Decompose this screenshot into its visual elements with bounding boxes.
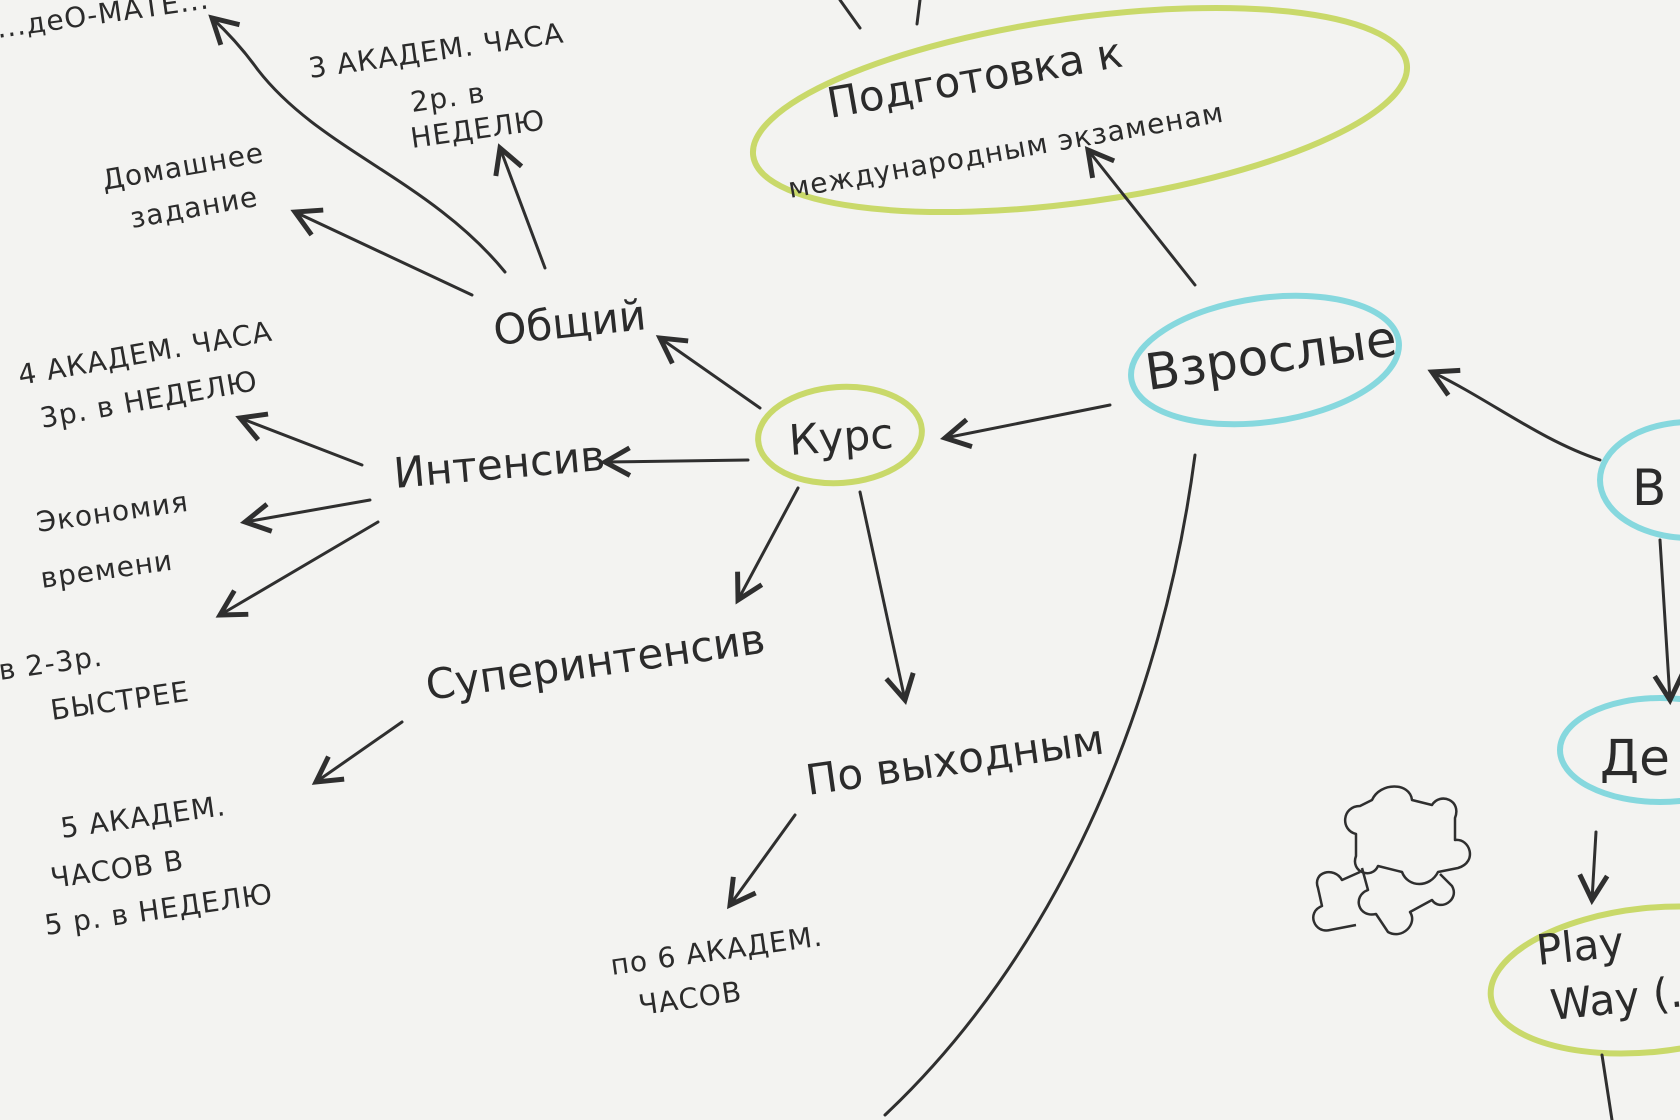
arrow-general-to-video: [208, 14, 507, 274]
children-label: Де: [1600, 729, 1670, 787]
course-label: Курс: [787, 409, 895, 465]
top-stroke-2: [915, 0, 922, 26]
course-highlight: [755, 383, 925, 487]
arrow-general-to-homework: [290, 207, 474, 297]
right-node-highlight: [1597, 419, 1680, 541]
arrow-course-to-superintensive: [735, 486, 800, 605]
exam-prep-highlight: [749, 4, 1411, 216]
play-way-label-1: Play: [1534, 917, 1626, 975]
arrow-adults-to-course: [940, 403, 1112, 449]
arrow-course-to-intensive: [599, 445, 750, 478]
arrow-intensive-to-hours: [235, 411, 364, 467]
arrow-intensive-to-faster: [215, 520, 380, 618]
arrow-right-to-adults: [1427, 367, 1602, 462]
arrow-super-to-hours: [311, 720, 404, 785]
arrow-weekends-to-hours: [727, 813, 797, 910]
arrow-course-to-weekends: [858, 490, 916, 705]
puzzle-icon: [1312, 785, 1472, 936]
arrow-right-down: [1652, 538, 1680, 706]
line-playway-down: [1600, 1053, 1614, 1120]
arrow-intensive-to-economy: [239, 498, 372, 534]
play-way-highlight: [1487, 903, 1680, 1057]
arrow-general-to-schedule: [493, 143, 547, 270]
right-partial-label: В: [1632, 459, 1666, 517]
arrow-children-to-playway: [1577, 830, 1610, 906]
adults-highlight: [1128, 292, 1402, 428]
arrow-adults-to-exams: [1084, 146, 1197, 287]
long-curve: [883, 453, 1197, 1117]
arrow-course-to-general: [655, 335, 762, 410]
top-stroke-1: [838, 0, 862, 30]
